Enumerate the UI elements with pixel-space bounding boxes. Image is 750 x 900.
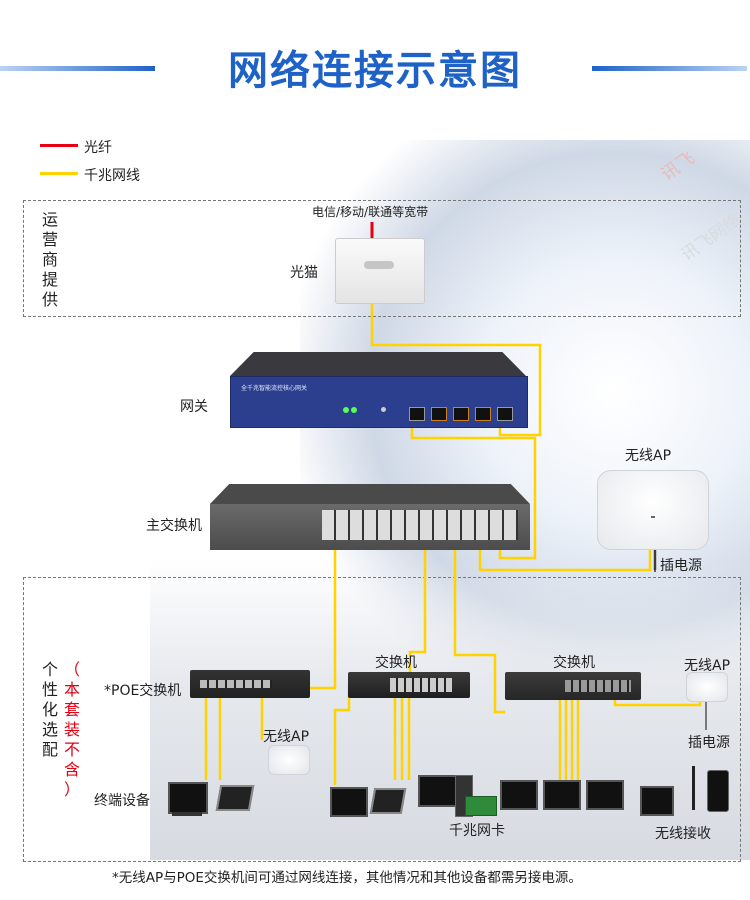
wireless-ap-right <box>686 672 728 702</box>
desktop-monitor-icon <box>168 782 208 814</box>
desktop-monitor-icon <box>418 775 458 807</box>
isp-side-label: 运营商提供 <box>41 210 58 309</box>
legend-ethernet-line <box>40 172 78 175</box>
page-title: 网络连接示意图 <box>228 48 522 94</box>
switch-mid-device <box>348 672 470 698</box>
legend-fiber-line <box>40 144 78 147</box>
isp-text: 电信/移动/联通等宽带 <box>312 205 429 219</box>
main-switch-device <box>210 484 530 550</box>
gateway-label: 网关 <box>180 399 208 415</box>
optical-modem <box>335 238 425 304</box>
desktop-monitor-icon <box>640 786 674 816</box>
main-switch-ports <box>322 510 518 540</box>
title-bar-left <box>0 66 155 71</box>
legend-fiber-label: 光纤 <box>84 140 112 156</box>
custom-box <box>23 577 741 862</box>
main-switch-label: 主交换机 <box>146 518 202 534</box>
gateway-device: 全千兆智能流控核心网关 <box>230 352 528 428</box>
switch-right-label: 交换机 <box>553 655 595 671</box>
smartphone-icon <box>707 770 729 812</box>
keyboard-icon <box>172 812 202 816</box>
ap-top-power-label: 插电源 <box>660 558 702 574</box>
footnote: *无线AP与POE交换机间可通过网线连接，其他情况和其他设备都需另接电源。 <box>112 870 582 886</box>
poe-switch-label: *POE交换机 <box>104 683 182 699</box>
ethernet-lines <box>204 300 702 785</box>
desktop-monitor-icon <box>586 780 624 810</box>
isp-box <box>23 200 741 317</box>
custom-note-label: （本套装不含） <box>63 660 80 799</box>
wireless-rx-label: 无线接收 <box>655 826 711 842</box>
modem-logo-icon <box>364 261 394 269</box>
laptop-icon <box>215 785 255 811</box>
ap-small-right-power-label: 插电源 <box>688 735 730 751</box>
nic-label: 千兆网卡 <box>449 823 505 839</box>
custom-side-label: 个性化选配 <box>41 660 58 759</box>
desktop-monitor-icon <box>330 787 368 817</box>
desktop-monitor-icon <box>543 780 581 810</box>
wireless-ap-top <box>597 470 709 550</box>
ap-small-right-label: 无线AP <box>684 658 731 674</box>
antenna-icon <box>692 766 695 810</box>
poe-switch-device <box>190 670 310 698</box>
wireless-ap-left <box>268 745 310 775</box>
network-card-icon <box>465 796 497 816</box>
ap-small-left-label: 无线AP <box>263 729 310 745</box>
modem-label: 光猫 <box>290 265 318 281</box>
ap-top-label: 无线AP <box>625 448 672 464</box>
gateway-panel-text: 全千兆智能流控核心网关 <box>241 385 308 392</box>
legend-ethernet-label: 千兆网线 <box>84 168 140 184</box>
terminal-label: 终端设备 <box>94 793 150 809</box>
laptop-icon <box>369 788 407 814</box>
desktop-monitor-icon <box>500 780 538 810</box>
switch-mid-label: 交换机 <box>375 655 417 671</box>
title-bar-right <box>592 66 747 71</box>
switch-right-device <box>505 672 641 700</box>
